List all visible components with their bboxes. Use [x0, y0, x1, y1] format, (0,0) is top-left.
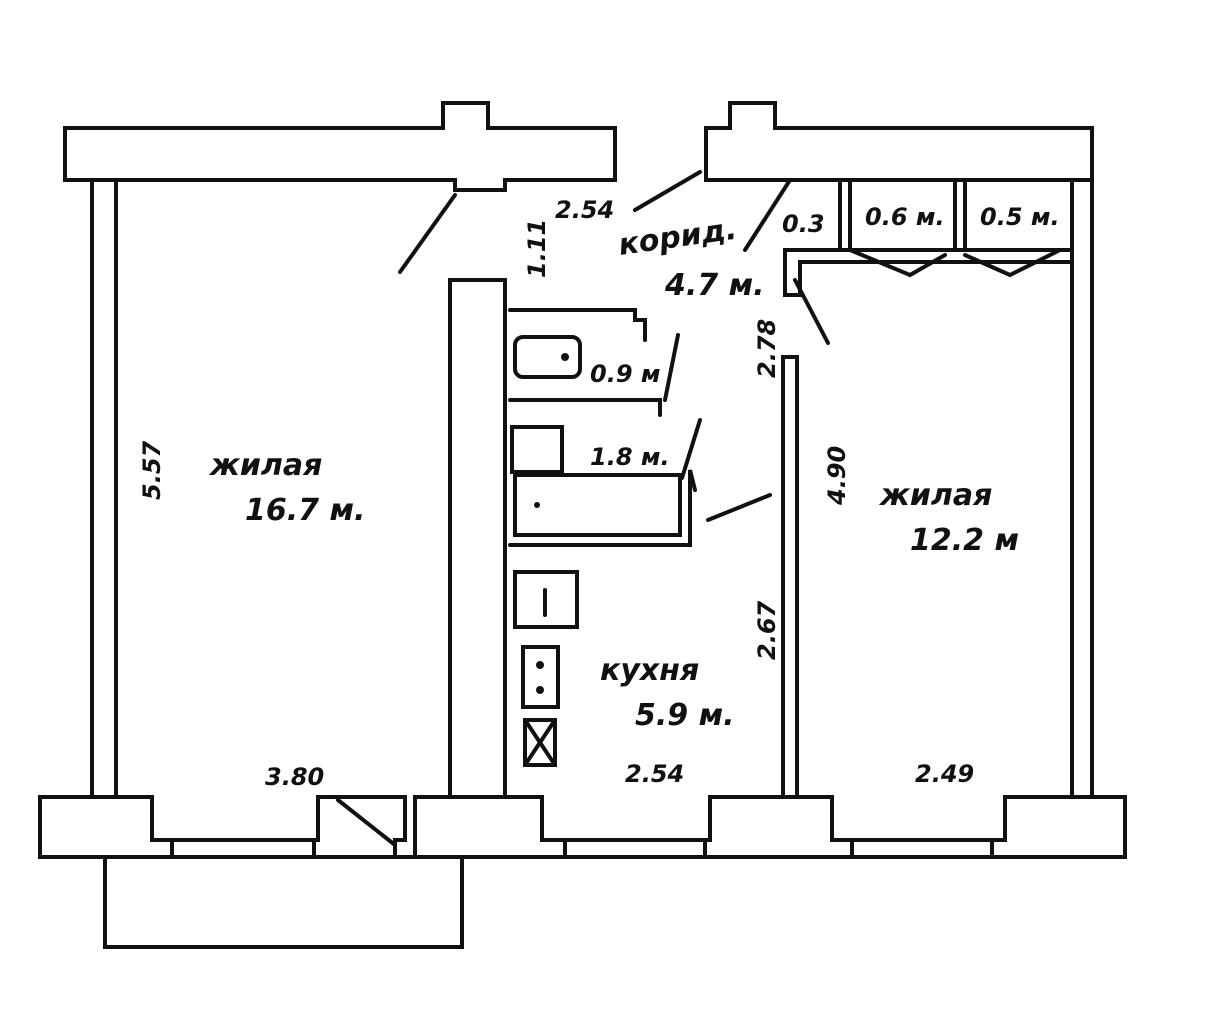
room-area-corridor: 4.7 м.: [664, 268, 765, 303]
dim-corridor-depth: 1.11: [523, 219, 551, 278]
dim-right-width: 2.49: [915, 760, 974, 788]
room-name-kitchen: кухня: [600, 653, 699, 688]
dim-corridor-width: 2.54: [555, 196, 614, 224]
room-area-bath: 0.9 м: [590, 360, 661, 388]
dim-kitchen-width: 2.54: [625, 760, 684, 788]
balcony: [103, 855, 464, 949]
room-name-living-left: жилая: [208, 448, 322, 483]
door-swings: [336, 170, 830, 847]
room-name-living-right: жилая: [878, 478, 992, 513]
dim-corridor-length: 2.78: [753, 319, 781, 378]
dim-right-height: 4.90: [823, 446, 851, 506]
dim-left-width: 3.80: [265, 763, 324, 791]
room-area-living-left: 16.7 м.: [245, 493, 365, 528]
dim-kitchen-height: 2.67: [753, 600, 781, 660]
room-area-closet-1: 0.6 м.: [865, 203, 945, 231]
room-area-living-right: 12.2 м: [910, 523, 1019, 558]
room-area-wc: 1.8 м.: [590, 443, 670, 471]
room-area-closet-small: 0.3: [782, 210, 825, 238]
dim-left-height: 5.57: [138, 440, 166, 500]
room-area-closet-2: 0.5 м.: [980, 203, 1060, 231]
fixtures: [508, 248, 1062, 767]
room-name-corridor: корид.: [616, 212, 739, 263]
walls: [38, 101, 1127, 949]
room-area-kitchen: 5.9 м.: [635, 698, 735, 733]
